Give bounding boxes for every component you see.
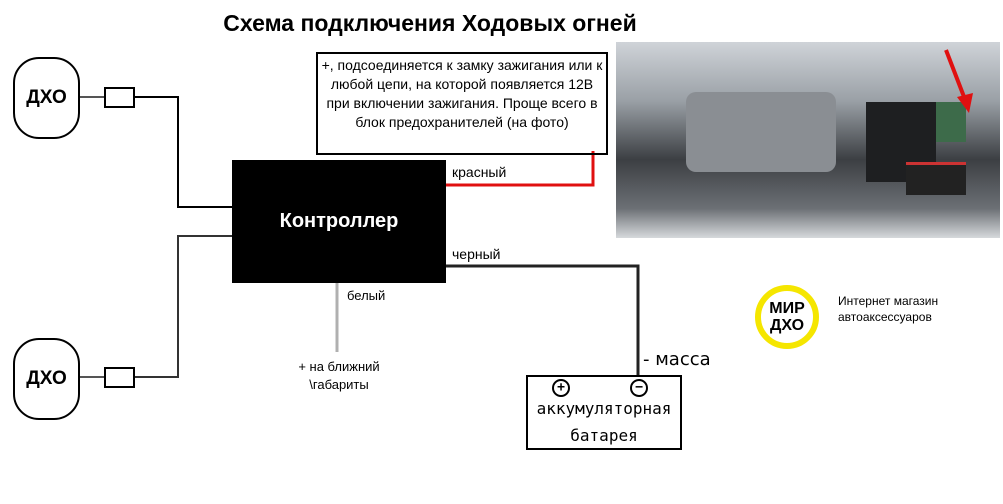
diagram-title: Схема подключения Ходовых огней [223,10,637,36]
ground-label: - масса [643,349,711,370]
bottom-lamp-wire-to-controller [133,235,232,378]
top-lamp-wire-to-controller [133,96,232,208]
plus-terminal-icon: + [552,379,570,397]
connector-bottom [104,367,135,388]
minus-terminal-icon: − [630,379,648,397]
battery: + − аккумуляторная батарея [526,375,682,450]
red-arrow-icon [944,49,973,113]
white-wire-label: белый [347,288,386,303]
drl-lamp-top: ДХО [13,57,80,139]
white-target-line1: + на ближний [298,359,380,374]
shop-line1: Интернет магазин [838,294,939,308]
engine-block [686,92,836,172]
engine-bay-photo [616,42,1000,238]
black-wire [446,264,640,375]
controller-box: Контроллер [232,160,446,283]
black-wire-label: черный [452,246,501,262]
shop-tagline: Интернет магазин автоаксессуаров [838,293,938,325]
logo: МИР ДХО [755,285,819,349]
fuse-box [936,102,966,142]
drl-lamp-bottom: ДХО [13,338,80,420]
connector-top [104,87,135,108]
white-target-line2: \габариты [309,377,369,392]
red-wire-label: красный [452,164,507,180]
logo-line2: ДХО [769,317,805,334]
car-battery [906,162,966,195]
shop-line2: автоаксессуаров [838,310,932,324]
logo-line1: МИР [769,300,805,317]
battery-label-line1: аккумуляторная [536,399,672,418]
ignition-note: +, подсоединяется к замку зажигания или … [316,52,608,155]
battery-label-line2: батарея [570,426,638,445]
red-wire [446,151,595,187]
